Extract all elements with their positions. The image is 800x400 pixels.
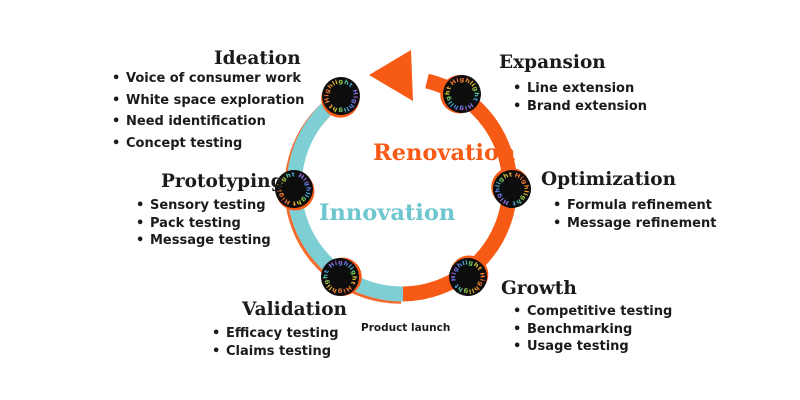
list-item: Claims testing (212, 343, 339, 361)
list-item: Formula refinement (553, 197, 716, 215)
list-item: Brand extension (513, 98, 647, 116)
list-item: Pack testing (136, 215, 271, 233)
innovation-label: Innovation (319, 200, 456, 226)
list-item: Line extension (513, 80, 647, 98)
cycle-arrowhead-icon (369, 50, 413, 101)
list-item: Concept testing (112, 133, 304, 155)
list-item: Sensory testing (136, 197, 271, 215)
innovation-arc (286, 88, 404, 302)
section-validation-title: Validation (242, 299, 347, 320)
list-item: Benchmarking (513, 321, 672, 339)
section-validation-list: Efficacy testing Claims testing (212, 325, 339, 360)
list-item: Usage testing (513, 338, 672, 356)
list-item: White space exploration (112, 90, 304, 112)
section-optimization-list: Formula refinement Message refinement (553, 197, 716, 232)
list-item: Message testing (136, 232, 271, 250)
section-growth-list: Competitive testing Benchmarking Usage t… (513, 303, 672, 356)
section-ideation-title: Ideation (214, 48, 301, 69)
list-item: Voice of consumer work (112, 68, 304, 90)
list-item: Efficacy testing (212, 325, 339, 343)
list-item: Message refinement (553, 215, 716, 233)
renovation-label: Renovation (373, 140, 516, 166)
product-launch-label: Product launch (361, 321, 451, 334)
list-item: Need identification (112, 111, 304, 133)
section-ideation-list: Voice of consumer work White space explo… (112, 68, 304, 154)
section-expansion-title: Expansion (499, 52, 606, 73)
section-prototyping-title: Prototyping (161, 171, 284, 192)
list-item: Competitive testing (513, 303, 672, 321)
section-expansion-list: Line extension Brand extension (513, 80, 647, 115)
section-growth-title: Growth (501, 278, 577, 299)
section-optimization-title: Optimization (541, 169, 677, 190)
section-prototyping-list: Sensory testing Pack testing Message tes… (136, 197, 271, 250)
watermark-badge-optimization (488, 164, 535, 212)
